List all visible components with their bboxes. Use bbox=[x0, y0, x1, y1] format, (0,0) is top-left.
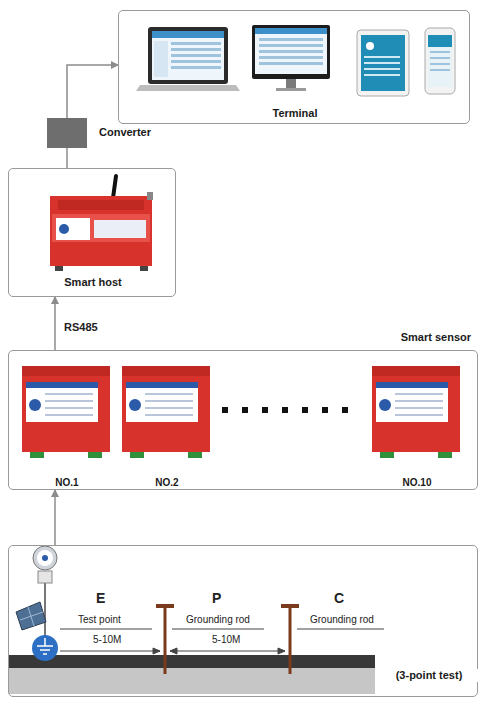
electrode-letter: C bbox=[334, 590, 344, 607]
part-name: Grounding rod bbox=[310, 614, 374, 626]
grounding-rod bbox=[281, 606, 299, 674]
node-label: Smart host bbox=[9, 276, 177, 289]
test-point-symbol bbox=[16, 546, 58, 661]
node-label: Terminal bbox=[119, 107, 471, 120]
sensor-device bbox=[122, 366, 210, 458]
tablet-icon bbox=[357, 30, 409, 96]
electrode-letter: P bbox=[212, 590, 221, 607]
node-label: NO.1 bbox=[21, 477, 113, 489]
node-label: NO.10 bbox=[371, 477, 463, 489]
ground-section bbox=[9, 655, 375, 694]
dimension-line bbox=[60, 648, 285, 654]
dimension: 5-10M bbox=[93, 634, 121, 646]
connector bbox=[66, 148, 68, 168]
phone-icon bbox=[425, 28, 455, 94]
part-name: Grounding rod bbox=[186, 614, 250, 626]
connector bbox=[67, 65, 118, 118]
sensor-unit: NO.2 bbox=[121, 365, 213, 485]
node-label: (3-point test) bbox=[379, 669, 479, 682]
monitor-icon bbox=[252, 25, 330, 91]
grounding-rod bbox=[156, 606, 174, 674]
laptop-icon bbox=[136, 27, 240, 91]
converter-box: Converter bbox=[47, 118, 87, 148]
smart-host-panel: Smart host bbox=[8, 168, 176, 297]
connector bbox=[54, 297, 56, 350]
terminal-panel: Terminal bbox=[118, 10, 470, 124]
ellipsis-dots bbox=[222, 407, 348, 413]
sensor-unit: NO.10 bbox=[371, 365, 463, 485]
dimension: 5-10M bbox=[212, 634, 240, 646]
signal-name: RS485 bbox=[64, 321, 98, 334]
electrode-letter: E bbox=[96, 590, 105, 607]
sensor-device bbox=[22, 366, 110, 458]
node-label: Converter bbox=[99, 126, 151, 139]
node-label: Smart sensor bbox=[299, 331, 471, 344]
node-label: NO.2 bbox=[121, 477, 213, 489]
leader-line bbox=[60, 629, 384, 630]
part-name: Test point bbox=[78, 614, 121, 626]
smart-host-device bbox=[50, 176, 153, 271]
sensor-device bbox=[372, 366, 460, 458]
sensor-unit: NO.1 bbox=[21, 365, 113, 485]
connector bbox=[54, 490, 56, 545]
smart-sensor-panel: Smart sensorNO.1NO.2NO.10 bbox=[8, 350, 478, 490]
